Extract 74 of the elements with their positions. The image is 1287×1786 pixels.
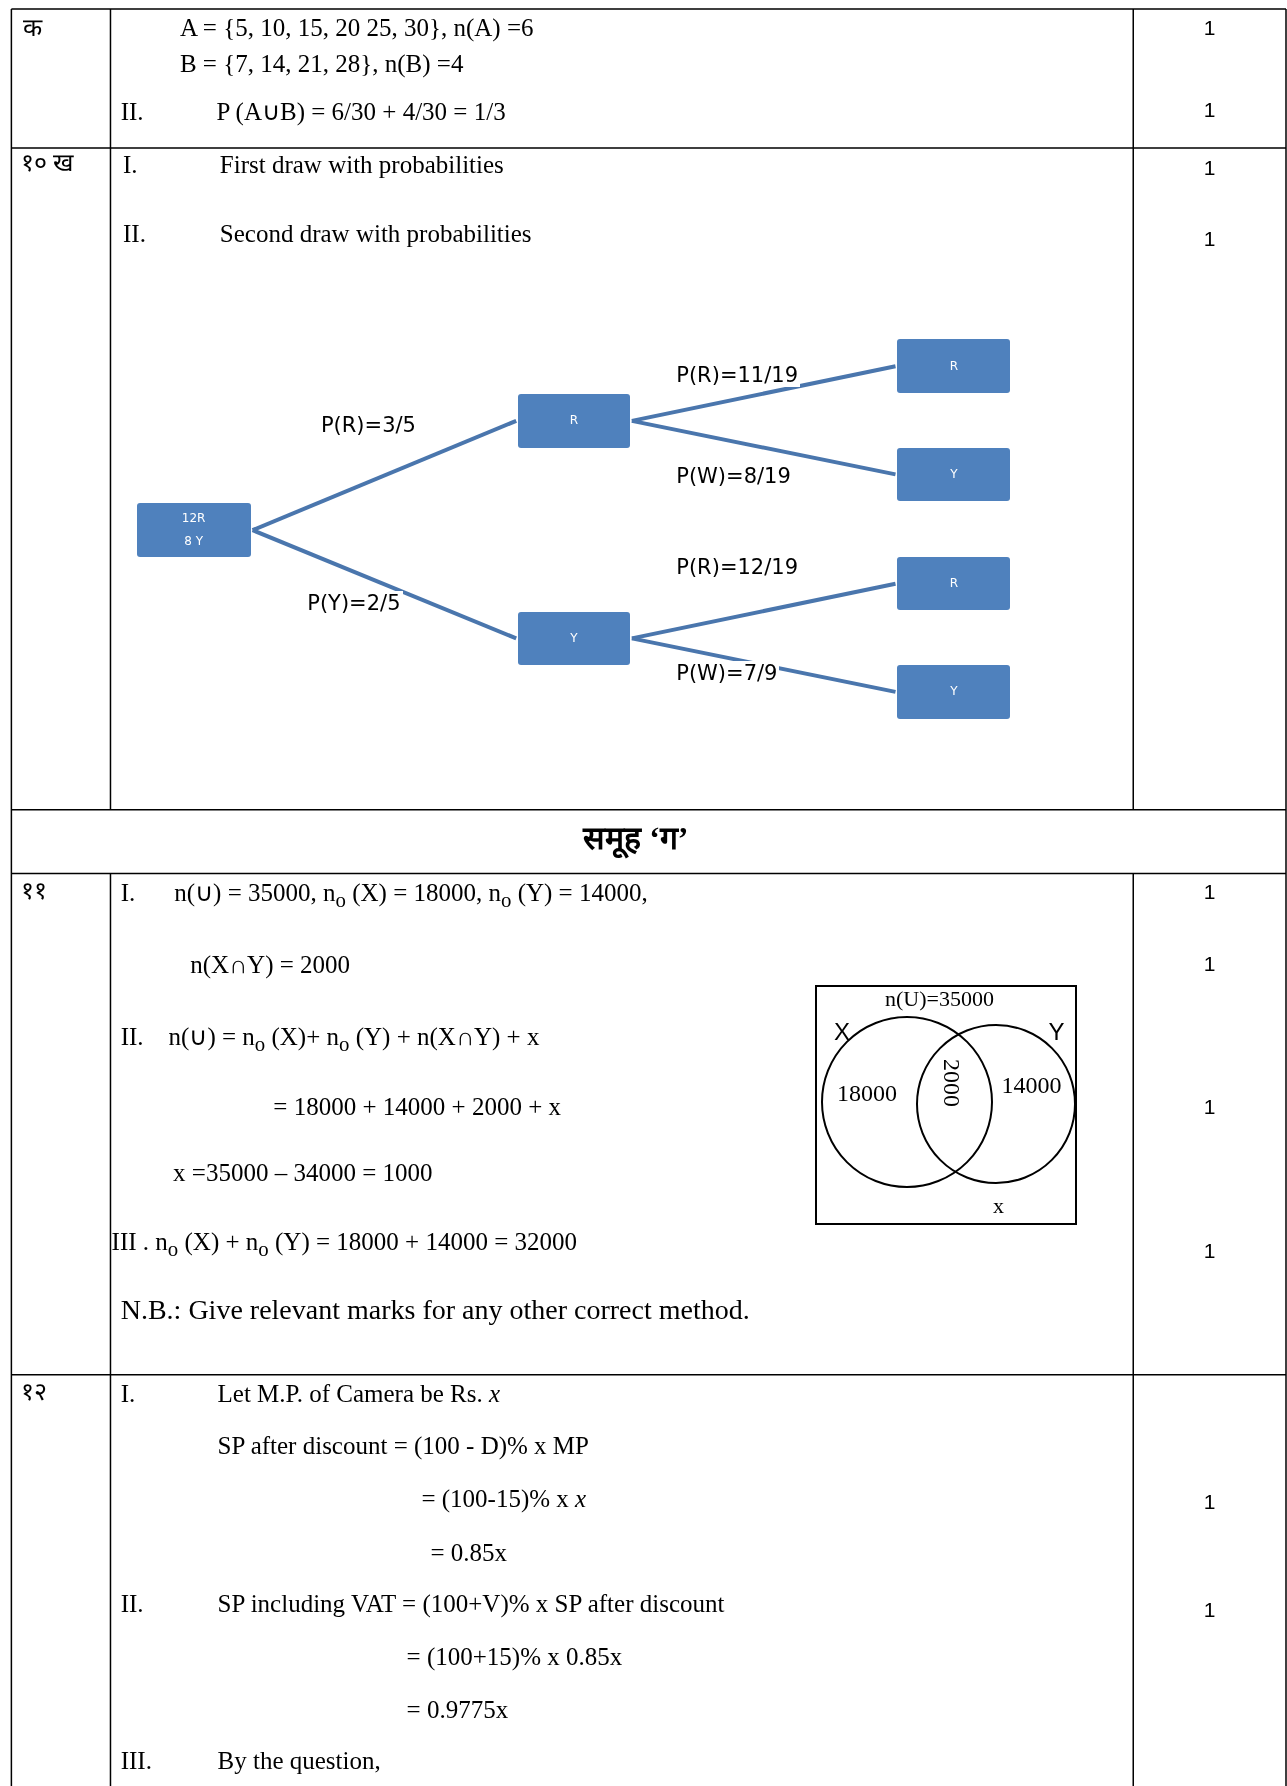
tree-box bbox=[897, 447, 1011, 502]
mark: 1 bbox=[1203, 1597, 1216, 1623]
equation: n(X∩Y) = 2000 bbox=[190, 951, 351, 980]
mark: 1 bbox=[1203, 1094, 1216, 1119]
mark: 1 bbox=[1203, 15, 1216, 41]
box-text: 8 Y bbox=[184, 533, 203, 551]
part-numeral: II. bbox=[120, 1022, 144, 1052]
mark: 1 bbox=[1203, 880, 1216, 905]
equation: SP after discount = (100 - D)% x MP bbox=[217, 1431, 589, 1461]
branch-line bbox=[631, 364, 896, 423]
equation: n(∪) = n$_{o}$ (X)+ n$_{o}$ (Y) + n(X∩Y) + x bbox=[168, 1022, 540, 1057]
row-number: ११ bbox=[20, 876, 47, 906]
set-name: Y bbox=[1048, 1018, 1065, 1046]
step-text: Second draw with probabilities bbox=[219, 219, 532, 249]
tree-box bbox=[897, 665, 1011, 719]
set-total: n(U)=35000 bbox=[885, 986, 994, 1012]
branch-line bbox=[631, 581, 896, 641]
tree-box bbox=[518, 394, 630, 448]
part-numeral: II. bbox=[123, 219, 146, 249]
mark: 1 bbox=[1203, 952, 1216, 977]
mark: 1 bbox=[1203, 226, 1216, 251]
box-text: Y bbox=[570, 629, 578, 647]
box-text: R bbox=[949, 575, 958, 593]
universal-set-box bbox=[815, 985, 1077, 1225]
tree-box bbox=[897, 339, 1011, 393]
box-text: Y bbox=[950, 683, 958, 701]
part-numeral: I. bbox=[120, 1380, 136, 1410]
equation: SP including VAT = (100+V)% x SP after discount bbox=[217, 1589, 725, 1619]
equation: n(∪) = 35000, n$_{o}$ (X) = 18000, n$_{o}$ (Y) = 14000, bbox=[174, 879, 648, 914]
equation: P (A∪B) = 6/30 + 4/30 = 1/3 bbox=[216, 97, 506, 127]
equation: x =35000 – 34000 = 1000 bbox=[173, 1159, 433, 1189]
equation: B = {7, 14, 21, 28}, n(B) =4 bbox=[179, 50, 464, 79]
region-value: 2000 bbox=[937, 1059, 965, 1108]
note: N.B.: Give relevant marks for any other correct method. bbox=[120, 1293, 750, 1326]
equation: III . n$_{o}$ (X) + n$_{o}$ (Y) = 18000 + 14000 = 32000 bbox=[111, 1227, 577, 1262]
row-number: १० ख bbox=[20, 149, 73, 178]
mark: 1 bbox=[1203, 97, 1216, 123]
tree-box bbox=[136, 503, 251, 557]
part-numeral: I. bbox=[123, 151, 138, 181]
branch-line bbox=[251, 528, 517, 641]
step-text: By the question, bbox=[217, 1747, 381, 1776]
mark: 1 bbox=[1203, 1239, 1216, 1264]
equation: = (100+15)% x 0.85x bbox=[406, 1643, 623, 1673]
mark: 1 bbox=[1203, 1489, 1216, 1514]
box-text: R bbox=[569, 412, 579, 430]
row-number: १२ bbox=[20, 1378, 47, 1407]
set-name: X bbox=[834, 1018, 850, 1046]
equation: = 18000 + 14000 + 2000 + x bbox=[273, 1093, 561, 1123]
region-value: 14000 bbox=[1001, 1072, 1062, 1099]
branch-line bbox=[251, 419, 517, 533]
step-text: Let M.P. of Camera be Rs. x bbox=[217, 1380, 501, 1410]
tree-box bbox=[897, 556, 1011, 611]
section-heading: समूह ‘ग’ bbox=[583, 820, 689, 857]
part-numeral: III. bbox=[120, 1747, 152, 1776]
part-numeral: I. bbox=[120, 879, 136, 908]
tree-box bbox=[518, 611, 630, 666]
equation: = 0.9775x bbox=[406, 1695, 509, 1725]
part-numeral: II. bbox=[120, 97, 144, 127]
equation: = (100-15)% x x bbox=[421, 1485, 587, 1514]
region-label: x bbox=[993, 1193, 1004, 1219]
box-text: R bbox=[949, 357, 958, 375]
part-numeral: II. bbox=[120, 1589, 144, 1619]
branch-line bbox=[631, 636, 896, 694]
box-text: 12R bbox=[181, 510, 206, 528]
equation: A = {5, 10, 15, 20 25, 30}, n(A) =6 bbox=[179, 13, 534, 43]
set-circle bbox=[915, 1024, 1076, 1184]
row-number: क bbox=[22, 13, 42, 43]
box-text: Y bbox=[950, 465, 958, 483]
region-value: 18000 bbox=[837, 1080, 897, 1107]
branch-line bbox=[631, 418, 896, 477]
step-text: First draw with probabilities bbox=[219, 151, 504, 181]
mark: 1 bbox=[1203, 156, 1216, 181]
set-circle bbox=[821, 1016, 993, 1188]
equation: = 0.85x bbox=[430, 1538, 508, 1568]
